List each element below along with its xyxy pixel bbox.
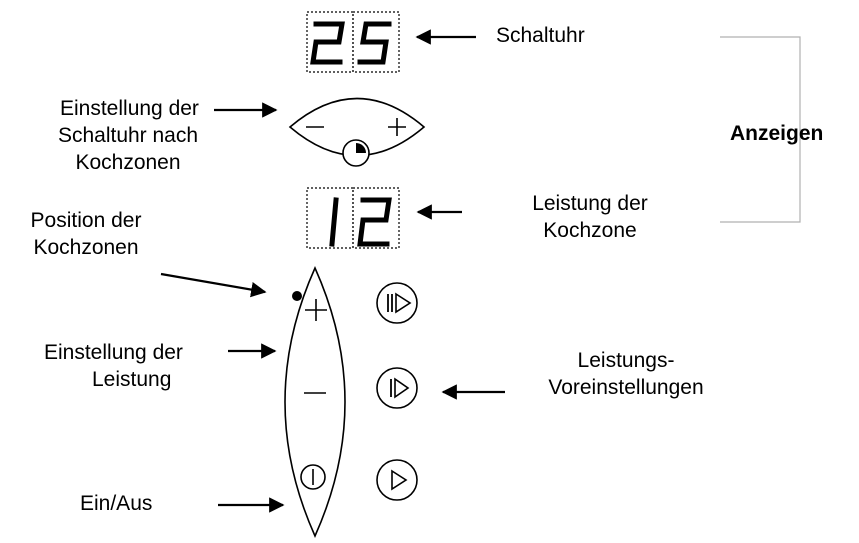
label-line: Einstellung der: [44, 341, 183, 364]
arrow-position-kochzonen: [160, 272, 267, 298]
label-line: Voreinstellungen: [548, 376, 704, 399]
preset-3-button[interactable]: [376, 282, 418, 324]
position-dot: [292, 291, 302, 301]
label-line: Leistung der: [532, 192, 648, 215]
timer-display: [306, 11, 400, 73]
clock-icon: [342, 139, 370, 167]
label-line: Kochzonen: [33, 236, 139, 259]
label-schaltuhr: Schaltuhr: [496, 24, 585, 47]
label-line: Leistungs-: [577, 349, 675, 372]
power-digit-2: [357, 197, 392, 247]
label-einstellung-schaltuhr: Einstellung der Schaltuhr nach Kochzonen: [28, 95, 228, 176]
label-ein-aus: Ein/Aus: [80, 492, 153, 515]
label-leistungs-voreinstellungen: Leistungs- Voreinstellungen: [510, 347, 742, 401]
preset-1-button[interactable]: [376, 459, 418, 501]
label-line: Position der: [30, 209, 142, 232]
timer-digit-5: [357, 21, 392, 65]
label-line: Leistung: [92, 368, 172, 391]
power-slider[interactable]: [284, 266, 346, 538]
label-line: Kochzonen: [75, 151, 181, 174]
power-display: [306, 187, 400, 249]
timer-digit-2: [310, 21, 345, 65]
timer-slider[interactable]: [288, 97, 426, 167]
label-anzeigen: Anzeigen: [730, 122, 824, 145]
callout-arrows: [160, 29, 505, 513]
preset-2-button[interactable]: [376, 367, 418, 409]
label-line: Einstellung der: [60, 97, 199, 120]
power-digit-1: [329, 197, 339, 247]
label-line: Kochzone: [543, 219, 637, 242]
label-leistung-kochzone: Leistung der Kochzone: [502, 190, 678, 244]
label-einstellung-leistung: Einstellung der Leistung: [44, 339, 234, 393]
label-position-kochzonen: Position der Kochzonen: [0, 207, 172, 261]
plus-symbol[interactable]: [388, 118, 406, 136]
label-line: Schaltuhr nach: [57, 124, 199, 147]
plus-symbol[interactable]: [305, 299, 327, 321]
anzeigen-bracket: [720, 36, 808, 223]
power-icon[interactable]: [300, 464, 326, 490]
